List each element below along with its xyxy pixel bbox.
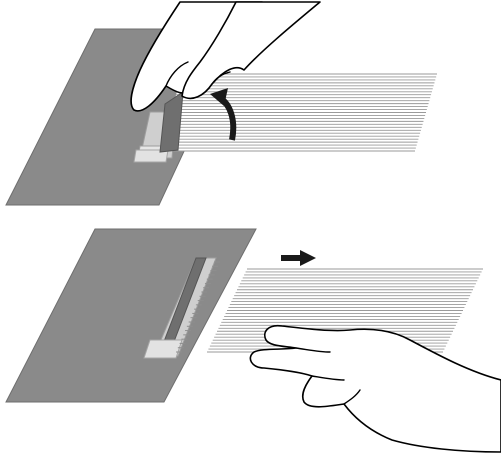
pcb-board: [6, 229, 256, 402]
arrow-right-icon: [281, 250, 316, 266]
panel-pull-cable: [6, 229, 501, 452]
panel-lift-latch: [6, 2, 437, 205]
hand-pinch-icon: [250, 326, 501, 452]
